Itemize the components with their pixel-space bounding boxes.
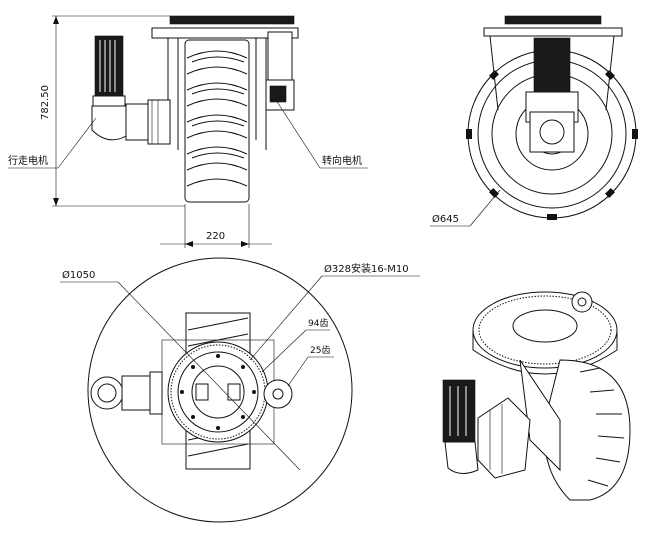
drive-gearbox bbox=[147, 99, 171, 145]
top-drive-motor bbox=[90, 376, 124, 410]
drive-motor-label: 行走电机 bbox=[8, 154, 48, 167]
steering-motor-label: 转向电机 bbox=[322, 154, 362, 167]
iso-gearbox bbox=[477, 397, 531, 479]
width-dimension-label: 220 bbox=[206, 231, 225, 242]
drive-motor-body bbox=[94, 35, 124, 97]
small-gear bbox=[263, 379, 293, 409]
big-gear-teeth-label: 94齿 bbox=[308, 318, 328, 329]
small-gear-teeth-label: 25齿 bbox=[310, 345, 330, 356]
iso-wheel bbox=[543, 359, 631, 501]
mount-spec-label: Ø328安装16-M10 bbox=[324, 262, 409, 275]
slewing-plate-top bbox=[169, 15, 295, 25]
wheel-diameter-label: Ø645 bbox=[432, 213, 459, 225]
side-slewing-plate bbox=[504, 15, 602, 25]
iso-small-gear bbox=[571, 291, 593, 313]
outer-diameter-label: Ø1050 bbox=[62, 269, 95, 281]
front-view: 782.50 220 行走电机 转向电机 bbox=[8, 15, 368, 248]
swing-circle bbox=[87, 257, 353, 523]
height-dimension-label: 782.50 bbox=[40, 85, 51, 120]
iso-drive-motor bbox=[442, 379, 476, 443]
top-view: Ø1050 Ø328安装16-M10 94齿 25齿 bbox=[60, 257, 420, 523]
isometric-view bbox=[442, 291, 631, 501]
side-view: Ø645 bbox=[430, 15, 638, 227]
side-steering-motor bbox=[533, 37, 571, 93]
steering-motor-body bbox=[267, 31, 293, 81]
drive-motor-elbow bbox=[91, 105, 127, 141]
mount-plate bbox=[151, 27, 299, 39]
